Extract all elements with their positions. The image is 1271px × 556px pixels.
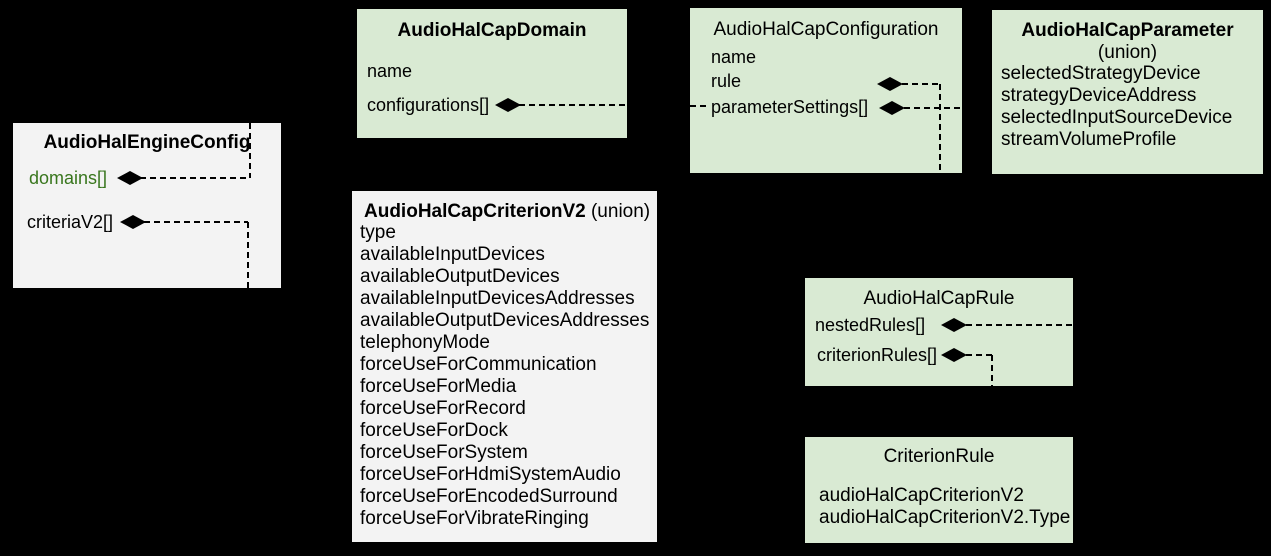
class-box-cap-domain: AudioHalCapDomain name configurations[]	[357, 9, 627, 138]
field-list: audioHalCapCriterionV2 audioHalCapCriter…	[819, 484, 1070, 528]
class-subtitle-union: (union)	[1097, 42, 1158, 63]
class-title-cap-parameter: AudioHalCapParameter	[1021, 20, 1234, 41]
composition-diamond-icon	[495, 98, 521, 112]
composition-diamond-icon	[877, 77, 903, 91]
field-force-use-for-communication: forceUseForCommunication	[360, 354, 597, 375]
field-force-use-for-hdmi-system-audio: forceUseForHdmiSystemAudio	[360, 464, 621, 485]
field-type: type	[360, 222, 396, 243]
field-force-use-for-vibrate-ringing: forceUseForVibrateRinging	[360, 508, 589, 529]
class-title-union-suffix: (union)	[585, 201, 651, 222]
class-box-criterion-rule: CriterionRule audioHalCapCriterionV2 aud…	[805, 437, 1073, 543]
class-box-cap-parameter: AudioHalCapParameter (union) selectedStr…	[992, 10, 1263, 174]
field-strategy-device-address: strategyDeviceAddress	[1001, 85, 1197, 106]
class-title-cap-configuration: AudioHalCapConfiguration	[713, 19, 939, 40]
field-criteria-v2: criteriaV2[]	[27, 212, 114, 232]
connector-rule-line	[902, 83, 940, 85]
field-telephony-mode: telephonyMode	[360, 332, 490, 353]
field-criterion-rules: criterionRules[]	[817, 345, 938, 365]
class-title-cap-rule: AudioHalCapRule	[863, 288, 1015, 309]
composition-diamond-icon	[941, 348, 967, 362]
connector-domains-line	[140, 177, 250, 179]
field-audio-hal-cap-criterion-v2-type: audioHalCapCriterionV2.Type	[819, 507, 1071, 528]
field-nested-rules: nestedRules[]	[815, 315, 926, 335]
composition-diamond-icon	[879, 101, 905, 115]
field-name: name	[367, 61, 413, 81]
field-list: type availableInputDevices availableOutp…	[360, 222, 649, 530]
class-title-criterion-rule: CriterionRule	[883, 446, 995, 467]
field-available-output-devices-addresses: availableOutputDevicesAddresses	[360, 310, 650, 331]
composition-diamond-icon	[117, 171, 143, 185]
field-stream-volume-profile: streamVolumeProfile	[1001, 129, 1177, 150]
connector-criteria-v2-line	[144, 221, 248, 223]
connector-configurations-line	[519, 104, 627, 106]
field-domains: domains[]	[29, 168, 108, 188]
field-selected-input-source-device: selectedInputSourceDevice	[1001, 107, 1233, 128]
field-force-use-for-media: forceUseForMedia	[360, 376, 517, 397]
field-force-use-for-dock: forceUseForDock	[360, 420, 508, 441]
field-list: selectedStrategyDevice strategyDeviceAdd…	[1001, 63, 1232, 151]
connector-nested-rules-line	[966, 324, 1073, 326]
class-box-engine-config: AudioHalEngineConfig domains[] criteriaV…	[13, 123, 281, 288]
field-parameter-settings: parameterSettings[]	[711, 97, 869, 117]
field-available-output-devices: availableOutputDevices	[360, 266, 560, 287]
class-box-cap-configuration: AudioHalCapConfiguration name rule param…	[690, 8, 962, 173]
field-selected-strategy-device: selectedStrategyDevice	[1001, 63, 1201, 84]
field-force-use-for-encoded-surround: forceUseForEncodedSurround	[360, 486, 618, 507]
field-audio-hal-cap-criterion-v2: audioHalCapCriterionV2	[819, 485, 1024, 506]
connector-criterion-rules-line	[966, 354, 992, 356]
connector-criteria-v2-line	[247, 222, 249, 288]
connector-configurations-line	[690, 105, 706, 107]
class-title-text: AudioHalCapCriterionV2	[364, 201, 586, 222]
field-available-input-devices: availableInputDevices	[360, 244, 545, 265]
composition-diamond-icon	[120, 215, 146, 229]
class-box-criterion-v2: AudioHalCapCriterionV2 (union) type avai…	[352, 191, 657, 542]
field-force-use-for-system: forceUseForSystem	[360, 442, 528, 463]
field-rule: rule	[711, 71, 742, 91]
connector-criterion-rules-line	[991, 355, 993, 386]
field-name: name	[711, 47, 757, 67]
composition-diamond-icon	[941, 318, 967, 332]
field-configurations: configurations[]	[367, 95, 490, 115]
class-title-engine-config: AudioHalEngineConfig	[43, 132, 251, 153]
connector-parameter-settings-line	[904, 107, 962, 109]
connector-rule-line	[939, 84, 941, 173]
connector-domains-line	[249, 123, 251, 178]
field-force-use-for-record: forceUseForRecord	[360, 398, 526, 419]
class-box-cap-rule: AudioHalCapRule nestedRules[] criterionR…	[805, 278, 1073, 386]
class-title-cap-domain: AudioHalCapDomain	[397, 20, 587, 41]
field-available-input-devices-addresses: availableInputDevicesAddresses	[360, 288, 635, 309]
class-title-criterion-v2: AudioHalCapCriterionV2 (union)	[364, 201, 657, 223]
